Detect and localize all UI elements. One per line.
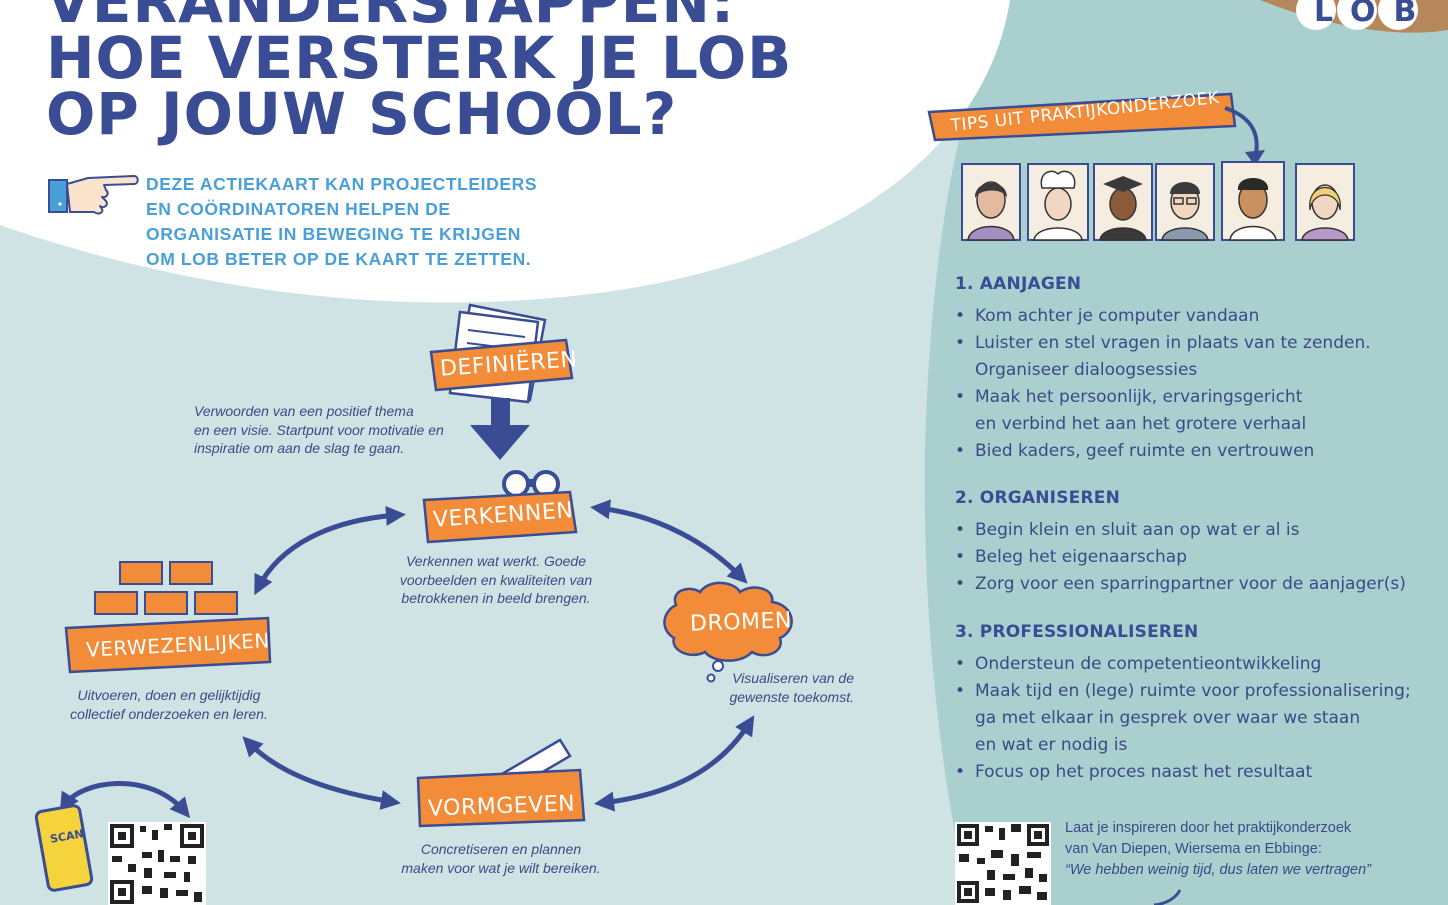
portrait-icon bbox=[1099, 176, 1147, 241]
portrait-icon bbox=[1301, 184, 1349, 241]
tip-item: Begin klein en sluit aan op wat er al is bbox=[955, 517, 1406, 544]
section-heading: 3. PROFESSIONALISEREN bbox=[955, 622, 1199, 642]
pointing-hand-icon bbox=[48, 175, 139, 215]
thought-cloud-icon bbox=[663, 581, 793, 683]
caption-line: voorbeelden en kwaliteiten van bbox=[399, 571, 593, 588]
portrait-icon bbox=[1033, 170, 1083, 241]
step-label-dromen: DROMEN bbox=[689, 608, 793, 637]
tip-item: Beleg het eigenaarschap bbox=[955, 544, 1406, 571]
caption-definieren: Verwoorden van een positief thema en een… bbox=[194, 402, 444, 458]
tip-item: Luister en stel vragen in plaats van te … bbox=[955, 330, 1371, 384]
caption-vormgeven: Concretiseren en plannen maken voor wat … bbox=[396, 840, 606, 877]
arrow-icon bbox=[1153, 889, 1182, 905]
footer-line: “We hebben weinig tijd, dus laten we ver… bbox=[1065, 862, 1372, 878]
page-title: VERANDERSTAPPEN: HOE VERSTERK JE LOB OP … bbox=[46, 0, 793, 148]
caption-verwezenlijken: Uitvoeren, doen en gelijktijdig collecti… bbox=[66, 686, 272, 723]
portraits-row bbox=[960, 160, 1360, 244]
footer-note: Laat je inspireren door het praktijkonde… bbox=[1065, 818, 1371, 881]
caption-line: collectief onderzoeken en leren. bbox=[70, 705, 268, 722]
portrait-icon bbox=[1161, 182, 1209, 241]
title-line-3: OP JOUW SCHOOL? bbox=[46, 80, 678, 148]
tip-item: Zorg voor een sparringpartner voor de aa… bbox=[955, 571, 1406, 598]
caption-line: Verkennen wat werkt. Goede bbox=[405, 553, 587, 569]
binoculars-icon bbox=[502, 470, 560, 498]
tip-item: Ondersteun de competentieontwikkeling bbox=[955, 651, 1411, 678]
qr-code-icon[interactable] bbox=[955, 822, 1051, 905]
footer-line: Laat je inspireren door het praktijkonde… bbox=[1065, 820, 1352, 836]
phone-scan-icon bbox=[34, 804, 94, 892]
step-label-vormgeven: VORMGEVEN bbox=[427, 791, 576, 822]
caption-line: Concretiseren en plannen bbox=[420, 841, 582, 857]
tip-item: Focus op het proces naast het resultaat bbox=[955, 759, 1411, 786]
caption-line: Uitvoeren, doen en gelijktijdig bbox=[77, 687, 261, 703]
caption-line: Verwoorden van een positief thema bbox=[194, 403, 414, 419]
section-list: Begin klein en sluit aan op wat er al is… bbox=[955, 517, 1406, 598]
portrait-icon bbox=[967, 181, 1015, 241]
cycle-diagram bbox=[34, 303, 793, 892]
section-heading: 2. ORGANISEREN bbox=[955, 488, 1120, 508]
section-heading: 1. AANJAGEN bbox=[955, 274, 1082, 294]
tip-item: Bied kaders, geef ruimte en vertrouwen bbox=[955, 438, 1371, 465]
tip-item: Kom achter je computer vandaan bbox=[955, 303, 1371, 330]
caption-verkennen: Verkennen wat werkt. Goede voorbeelden e… bbox=[396, 552, 596, 608]
section-list: Ondersteun de competentieontwikkelingMaa… bbox=[955, 651, 1411, 786]
tips-banner-graphic bbox=[927, 92, 1265, 166]
section-list: Kom achter je computer vandaanLuister en… bbox=[955, 303, 1371, 465]
caption-dromen: Visualiseren van de gewenste toekomst. bbox=[726, 669, 854, 706]
logo-text: LOB bbox=[1314, 0, 1435, 29]
footer-line: van Van Diepen, Wiersema en Ebbinge: bbox=[1065, 841, 1322, 857]
intro-line: DEZE ACTIEKAART KAN PROJECTLEIDERS bbox=[146, 174, 538, 194]
title-line-1: VERANDERSTAPPEN: bbox=[46, 0, 736, 36]
qr-code-icon[interactable] bbox=[108, 822, 206, 905]
tip-item: Maak tijd en (lege) ruimte voor professi… bbox=[955, 678, 1411, 759]
lob-logo: LOB bbox=[1296, 0, 1418, 32]
intro-line: ORGANISATIE IN BEWEGING TE KRIJGEN bbox=[146, 224, 521, 244]
caption-line: inspiratie om aan de slag te gaan. bbox=[194, 440, 405, 456]
title-line-2: HOE VERSTERK JE LOB bbox=[46, 24, 793, 92]
caption-line: en een visie. Startpunt voor motivatie e… bbox=[194, 421, 444, 438]
caption-line: betrokkenen in beeld brengen. bbox=[401, 590, 591, 606]
tip-item: Maak het persoonlijk, ervaringsgerichten… bbox=[955, 384, 1371, 438]
caption-line: gewenste toekomst. bbox=[729, 688, 854, 705]
intro-line: EN COÖRDINATOREN HELPEN DE bbox=[146, 199, 451, 219]
portrait-icon bbox=[1229, 178, 1277, 241]
brick-wall-icon bbox=[94, 561, 238, 615]
intro-line: OM LOB BETER OP DE KAART TE ZETTEN. bbox=[146, 249, 532, 269]
intro-text: DEZE ACTIEKAART KAN PROJECTLEIDERS EN CO… bbox=[146, 172, 537, 272]
caption-line: maken voor wat je wilt bereiken. bbox=[401, 859, 601, 876]
caption-line: Visualiseren van de bbox=[732, 670, 854, 686]
